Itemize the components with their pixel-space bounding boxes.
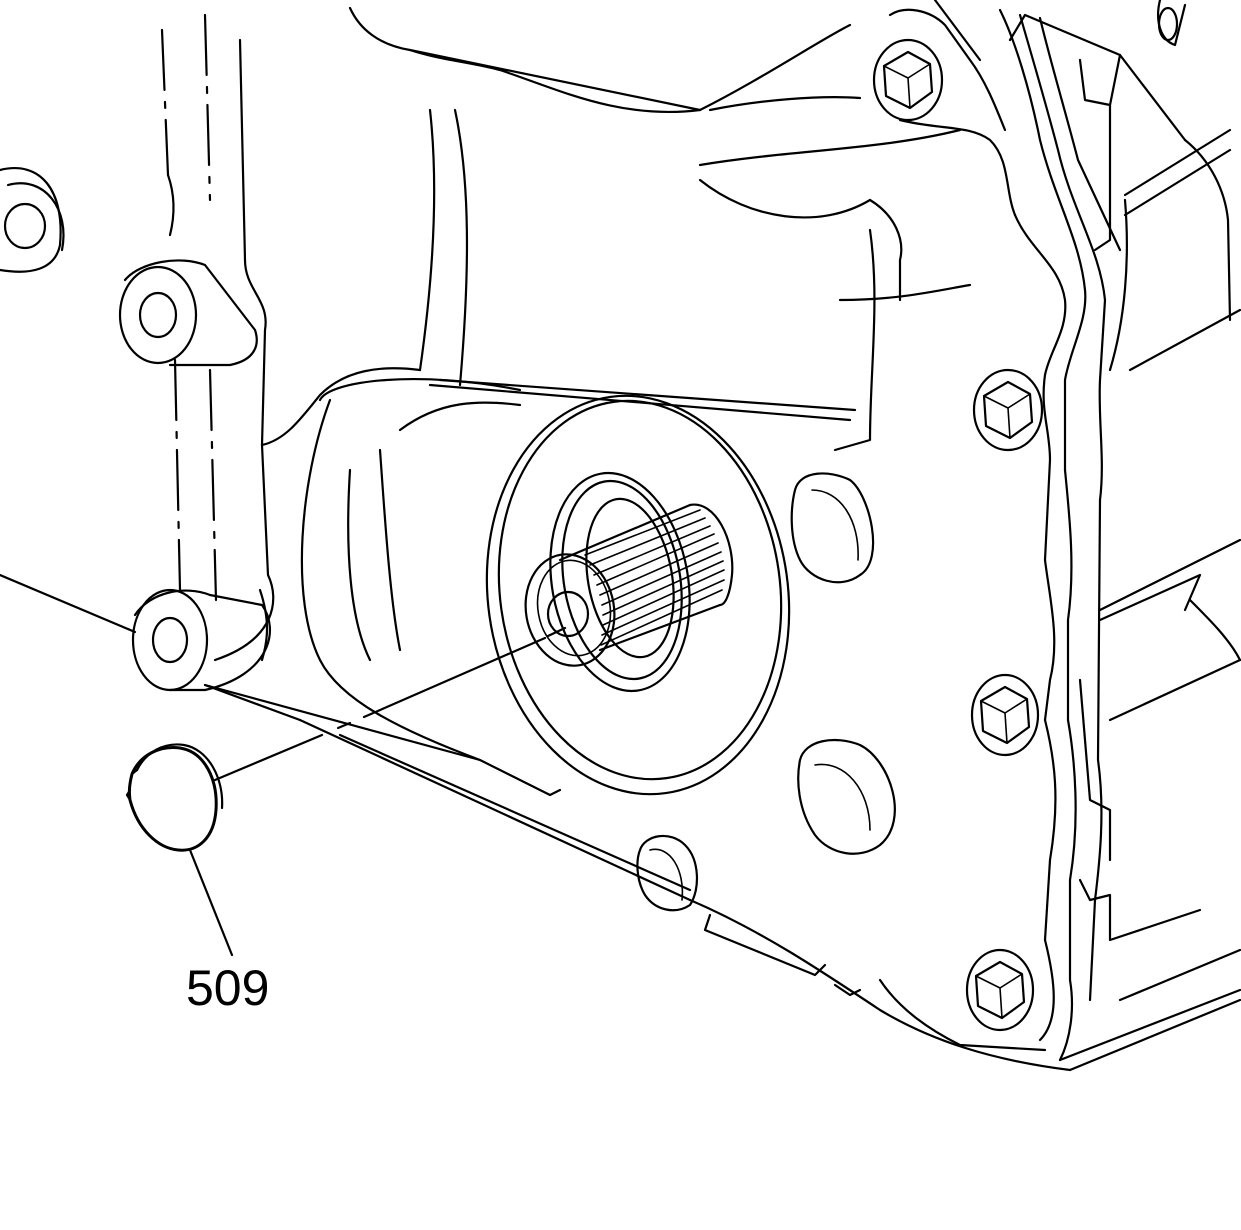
case-contours	[258, 96, 972, 762]
upper-left-boss	[0, 167, 65, 273]
lower-dowel-boss	[131, 588, 271, 692]
callout-leader-509	[188, 848, 234, 957]
case-flange	[878, 0, 1122, 1062]
output-shaft-splines	[524, 503, 734, 667]
face-lug-bottom	[636, 834, 699, 912]
bolt-bottom	[965, 948, 1035, 1032]
bolt-upper	[872, 38, 944, 122]
seal-bore-housing	[485, 394, 791, 796]
side-cover	[1008, 0, 1241, 1002]
retaining-ring	[125, 743, 224, 852]
dashed-seam-lines	[160, 13, 422, 662]
callout-label-509: 509	[186, 960, 270, 1016]
exploded-view-leader	[213, 626, 567, 782]
bolt-lower-mid	[970, 673, 1040, 757]
face-lug-upper	[790, 472, 875, 584]
upper-dowel-boss	[118, 259, 258, 367]
bolt-mid	[972, 368, 1044, 452]
transmission-case-outline	[0, 6, 1241, 1072]
face-lug-lower	[797, 738, 896, 855]
